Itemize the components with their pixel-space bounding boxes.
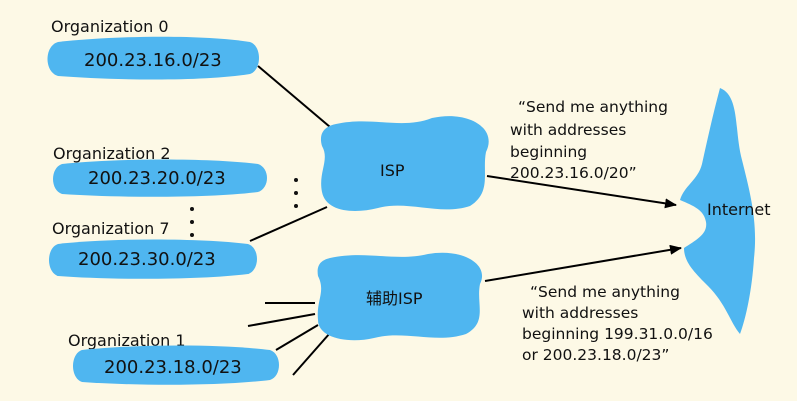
org2-prefix: 200.23.20.0/23 [88,168,226,189]
link-aux-org1 [275,324,319,351]
arrow-isp-internet [486,175,677,209]
aux-msg-line-4: or 200.23.18.0/23” [522,346,669,364]
aux-isp-label: 辅助ISP [366,289,423,308]
org1-label: Organization 1 [68,331,186,350]
internet-label: Internet [707,200,771,219]
ellipsis-dots-orgs [190,207,194,237]
link-aux-stub-3 [292,332,331,376]
arrow-aux-internet [484,244,682,282]
isp-msg-line-2: with addresses [510,121,626,139]
org1-blob [73,345,279,385]
isp-label: ISP [380,161,405,180]
aux-isp-cloud [317,252,483,341]
aux-msg-line-2: with addresses [522,304,638,322]
ellipsis-dots-isp [294,178,298,208]
org2-blob [53,159,267,197]
internet-cloud [680,88,756,334]
org0-blob [47,36,259,80]
org7-label: Organization 7 [52,219,170,238]
org1-prefix: 200.23.18.0/23 [104,357,242,378]
aux-msg-line-3: beginning 199.31.0.0/16 [522,325,713,343]
isp-msg-line-1: “Send me anything [518,98,668,116]
org7-blob [49,239,257,279]
aux-msg-line-1: “Send me anything [530,283,680,301]
org2-label: Organization 2 [53,144,171,163]
isp-msg-line-3: beginning [510,143,587,161]
org0-label: Organization 0 [51,17,169,36]
isp-advertisement: “Send me anything with addresses beginni… [510,98,668,182]
link-org0-isp [257,65,331,128]
isp-msg-line-4: 200.23.16.0/20” [510,164,637,182]
aux-isp-advertisement: “Send me anything with addresses beginni… [522,283,713,364]
link-org7-isp [249,206,328,242]
isp-cloud [320,116,489,211]
link-aux-stub-2 [247,313,316,327]
org0-prefix: 200.23.16.0/23 [84,50,222,71]
org7-prefix: 200.23.30.0/23 [78,249,216,270]
